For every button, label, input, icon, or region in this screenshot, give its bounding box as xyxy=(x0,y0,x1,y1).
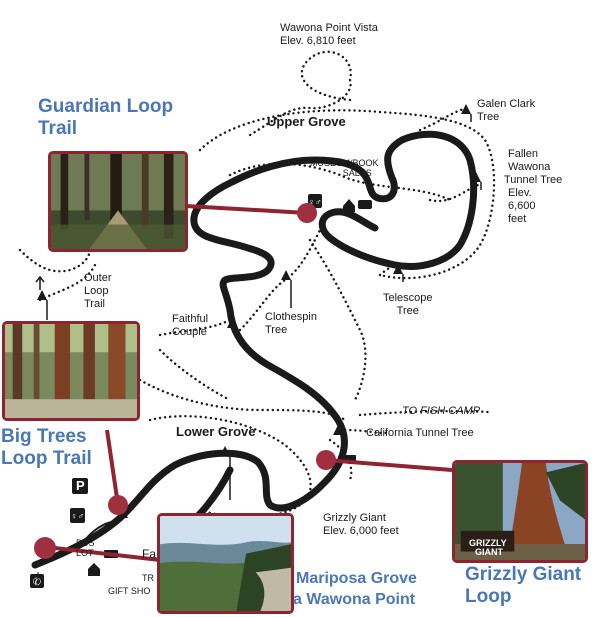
grizzly-dot xyxy=(316,450,336,470)
trail-mid-east xyxy=(308,238,367,402)
bus-lot-dot xyxy=(34,537,56,559)
trail-galen xyxy=(418,106,470,132)
callout-dots xyxy=(34,203,336,559)
tree-marker-icon xyxy=(220,446,230,456)
tree-marker-icon xyxy=(37,290,47,300)
label-california-tunnel: California Tunnel Tree xyxy=(366,427,474,439)
tree-marker-icon xyxy=(471,172,481,182)
trail-upper-outer xyxy=(198,109,496,280)
grizzly-giant-photo: GRIZZLY GIANT xyxy=(452,460,588,563)
callout-lines xyxy=(54,204,453,562)
gift-shop-icon xyxy=(88,563,100,576)
svg-text:♀♂: ♀♂ xyxy=(71,511,85,521)
trail-outer-left xyxy=(38,263,97,302)
trail-mid-west xyxy=(158,348,232,402)
tree-markers xyxy=(37,104,481,518)
phone-icon xyxy=(30,574,44,588)
label-lower-grove: Lower Grove xyxy=(176,424,256,439)
guardian-loop-photo xyxy=(48,151,188,252)
trail-fallen xyxy=(428,183,480,203)
label-parking: P xyxy=(76,478,85,493)
label-fa: Fa xyxy=(142,547,157,561)
label-tr: TR xyxy=(142,573,154,583)
tree-marker-icon xyxy=(227,318,237,328)
trail-lower-grove xyxy=(138,378,347,422)
trail-clothespin xyxy=(238,228,322,332)
tree-marker-icon xyxy=(333,425,343,435)
label-fish-camp: TO FISH CAMP xyxy=(402,405,481,417)
tree-marker-icon xyxy=(393,264,403,274)
trail-wawona-down xyxy=(248,78,352,137)
trail-wawona-point xyxy=(300,50,352,102)
tree-marker-icon xyxy=(281,270,291,280)
guardian-dot xyxy=(297,203,317,223)
trail-faithful xyxy=(158,318,232,337)
grizzly-sign-line-2: GIANT xyxy=(475,547,503,557)
grizzly-sign-line-1: GRIZZLY xyxy=(469,538,507,548)
label-gift-shop: GIFT SHO xyxy=(108,586,151,596)
big-trees-photo xyxy=(2,321,140,421)
museum-icon xyxy=(343,199,355,212)
parking-icon xyxy=(72,478,88,494)
trail-upper-inner xyxy=(228,162,452,202)
mariposa-grove-photo xyxy=(157,513,294,614)
shuttle-icon xyxy=(358,200,372,209)
svg-text:✆: ✆ xyxy=(33,577,41,588)
bigtrees-dot xyxy=(108,495,128,515)
tree-marker-icon xyxy=(461,104,471,114)
label-upper-grove: Upper Grove xyxy=(267,114,346,129)
svg-text:♀♂: ♀♂ xyxy=(308,197,322,207)
trail-california xyxy=(343,428,392,435)
restroom-icon xyxy=(70,508,85,523)
